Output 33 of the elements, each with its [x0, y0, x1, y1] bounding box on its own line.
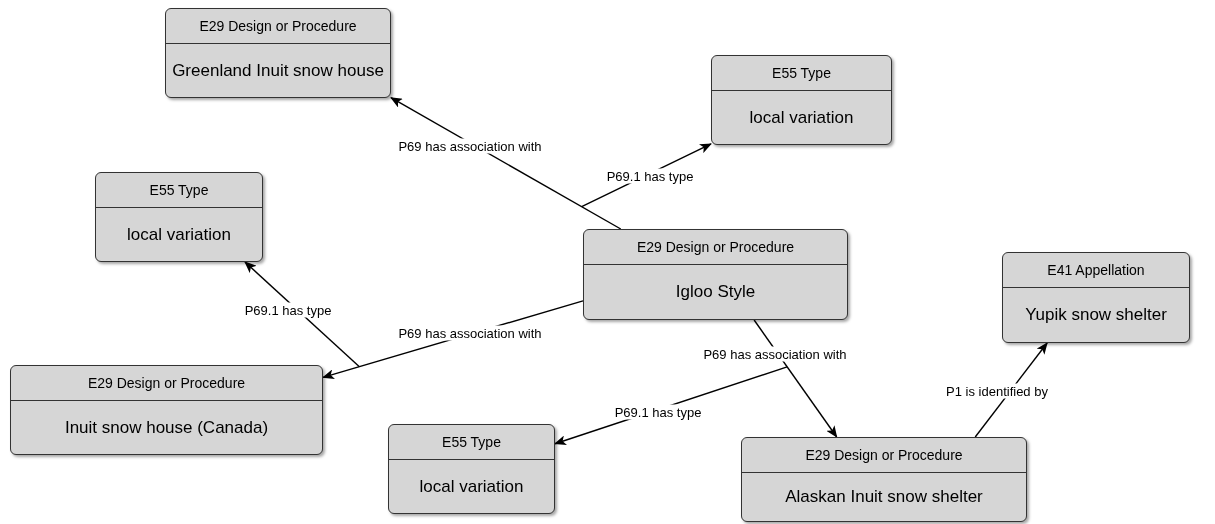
- instance-name: Inuit snow house (Canada): [64, 416, 269, 439]
- edge-label: P1 is identified by: [944, 383, 1050, 399]
- entity-box: [741, 437, 1027, 522]
- entity-box: [711, 55, 892, 145]
- instance-name: Yupik snow shelter: [1025, 304, 1167, 327]
- entity-box: [388, 424, 555, 514]
- edge-label: P69.1 has type: [604, 168, 696, 184]
- class-name: E55 Type: [149, 180, 209, 200]
- arrow: [753, 319, 838, 438]
- instance-name: Greenland Inuit snow house: [172, 59, 384, 82]
- edge-label: P69.1 has type: [612, 404, 704, 420]
- entity-box: [1002, 252, 1190, 343]
- class-name: E29 Design or Procedure: [87, 373, 246, 393]
- class-name: E29 Design or Procedure: [199, 16, 357, 36]
- class-name: E41 Appellation: [1047, 260, 1145, 280]
- instance-name: local variation: [127, 223, 231, 246]
- instance-name: Alaskan Inuit snow shelter: [785, 486, 983, 509]
- instance-name: local variation: [419, 475, 524, 498]
- arrow: [390, 97, 622, 230]
- entity-box: [10, 365, 323, 455]
- instance-name: local variation: [749, 106, 854, 129]
- entity-box: [583, 229, 848, 320]
- entity-box: [95, 172, 263, 262]
- class-name: E29 Design or Procedure: [636, 237, 795, 257]
- class-name: E55 Type: [772, 63, 831, 83]
- class-name: E55 Type: [442, 432, 501, 452]
- class-name: E29 Design or Procedure: [805, 445, 963, 465]
- entity-box: [165, 8, 391, 98]
- edge-label: P69.1 has type: [242, 302, 334, 318]
- edge-label: P69 has association with: [701, 346, 849, 362]
- edge-label: P69 has association with: [396, 138, 544, 154]
- instance-name: Igloo Style: [675, 281, 756, 304]
- edge-label: P69 has association with: [396, 325, 544, 341]
